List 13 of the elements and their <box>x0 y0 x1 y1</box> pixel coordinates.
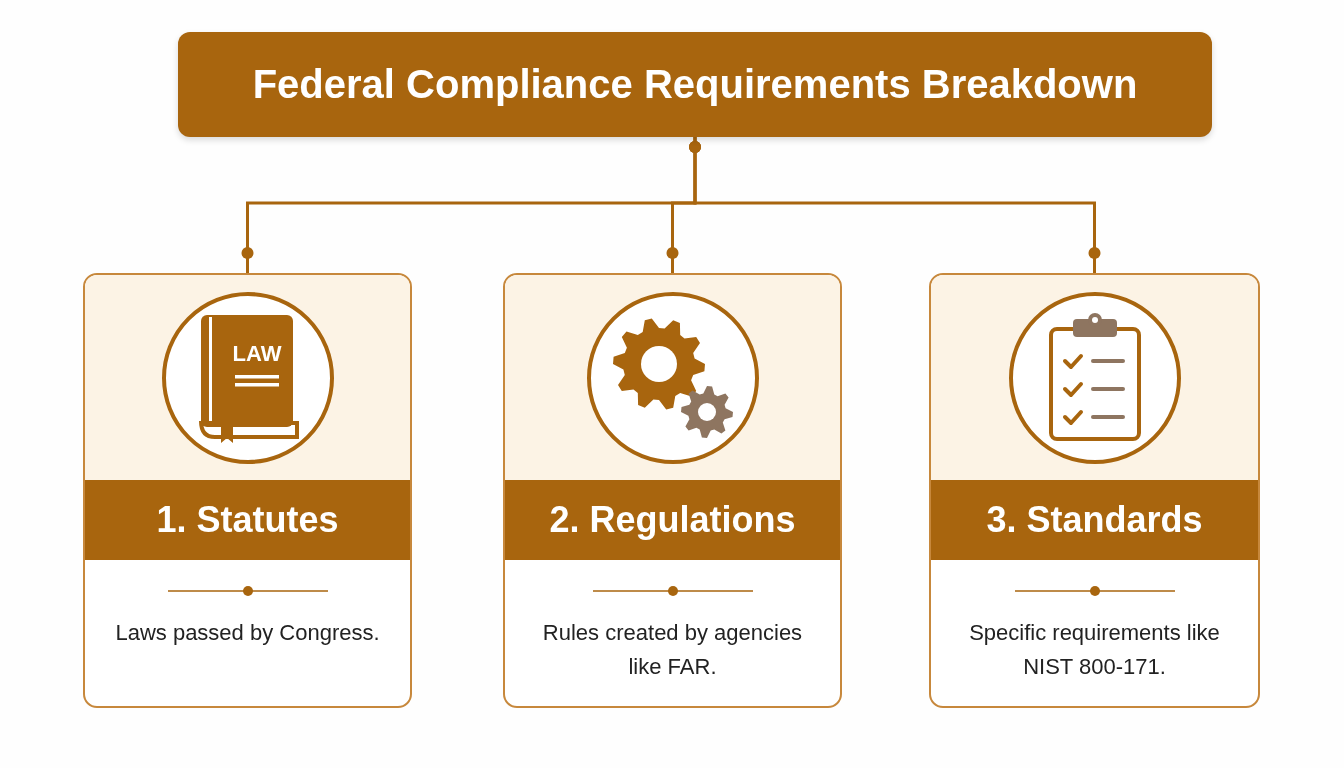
book-cover-text: LAW <box>232 340 281 366</box>
card-heading: 3. Standards <box>986 499 1203 541</box>
category-card <box>929 273 1260 708</box>
card-heading: 1. Statutes <box>156 499 339 541</box>
category-card <box>83 273 412 708</box>
title-text: Federal Compliance Requirements Breakdown <box>252 62 1138 107</box>
connector-line <box>689 137 1101 273</box>
title-banner <box>178 32 1212 137</box>
card-description: Rules created by agencies like FAR. <box>541 619 804 681</box>
card-description: Laws passed by Congress. <box>115 619 380 647</box>
category-card <box>503 273 842 708</box>
card-heading: 2. Regulations <box>549 499 796 541</box>
card-description: Specific requirements like NIST 800-171. <box>968 619 1221 681</box>
